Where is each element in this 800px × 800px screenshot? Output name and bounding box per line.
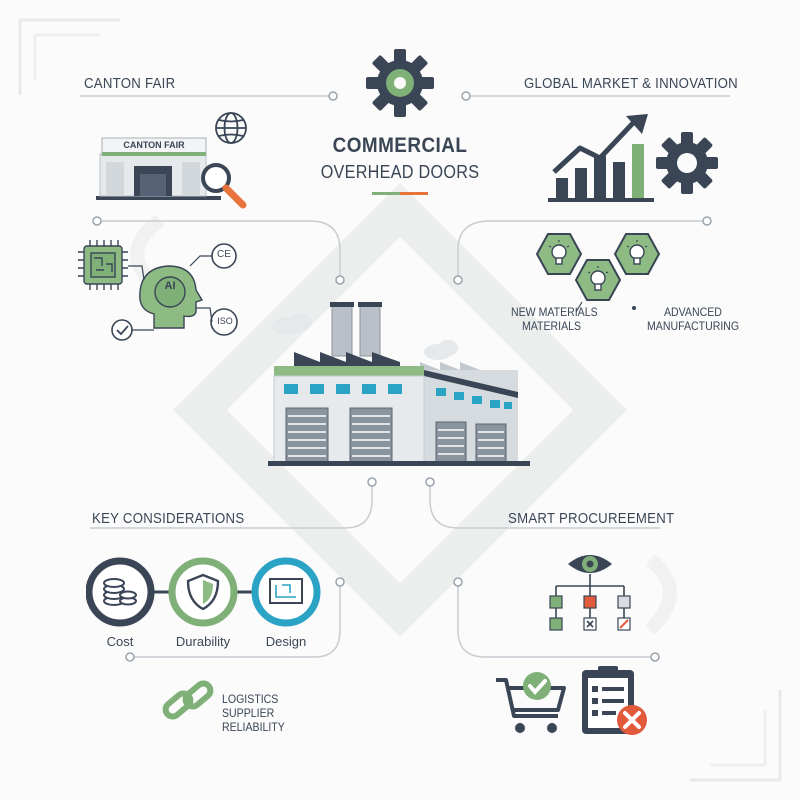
blueprint-icon xyxy=(251,557,321,627)
coins-icon xyxy=(86,557,155,627)
tag-materials: MATERIALS xyxy=(522,319,582,333)
ce-badge: CE xyxy=(217,249,231,260)
building-sign: CANTON FAIR xyxy=(123,140,185,150)
cost-label: Cost xyxy=(106,634,134,649)
heading-key-considerations: KEY CONSIDERATIONS xyxy=(92,510,245,527)
heading-global-market: GLOBAL MARKET & INNOVATION xyxy=(524,75,738,92)
gear-icon xyxy=(366,49,434,117)
checkmark-icon xyxy=(523,672,551,700)
design-label: Design xyxy=(265,634,307,649)
supplier-label: SUPPLIER xyxy=(222,706,275,720)
cog-icon xyxy=(656,132,718,194)
shopping-cart-icon xyxy=(496,672,566,733)
decision-tree-icon xyxy=(549,555,631,631)
tag-advanced: ADVANCED xyxy=(664,305,722,319)
circuit-chip-icon xyxy=(78,240,128,290)
page-subtitle: OVERHEAD DOORS xyxy=(320,162,480,182)
consideration-rings xyxy=(86,557,321,627)
title-underline xyxy=(372,192,428,195)
chain-link-icon xyxy=(162,680,214,720)
iso-badge: ISO xyxy=(217,316,233,326)
heading-canton-fair: CANTON FAIR xyxy=(84,75,176,92)
shield-icon xyxy=(168,557,238,627)
clipboard-icon xyxy=(582,666,647,735)
exhibition-building-icon xyxy=(96,137,221,200)
eye-icon xyxy=(568,555,612,573)
ai-chip-label: AI xyxy=(164,280,176,292)
tag-new-materials: NEW MATERIALS xyxy=(511,305,598,319)
logistics-label: LOGISTICS xyxy=(222,692,279,706)
globe-icon xyxy=(215,112,247,144)
compliance-cluster xyxy=(78,240,238,341)
magnifier-icon xyxy=(201,163,247,209)
growth-chart-icon xyxy=(548,114,654,202)
lightbulb-icon xyxy=(551,244,645,291)
checkmark-icon xyxy=(111,319,133,341)
tag-manufacturing: MANUFACTURING xyxy=(647,319,740,333)
innovation-hexagons xyxy=(535,233,661,313)
heading-smart-procurement: SMART PROCUREEMENT xyxy=(508,510,675,527)
reliability-label: RELIABILITY xyxy=(222,720,285,734)
page-title: COMMERCIAL xyxy=(332,134,468,157)
factory-icon xyxy=(268,302,530,466)
durability-label: Durability xyxy=(175,634,231,649)
